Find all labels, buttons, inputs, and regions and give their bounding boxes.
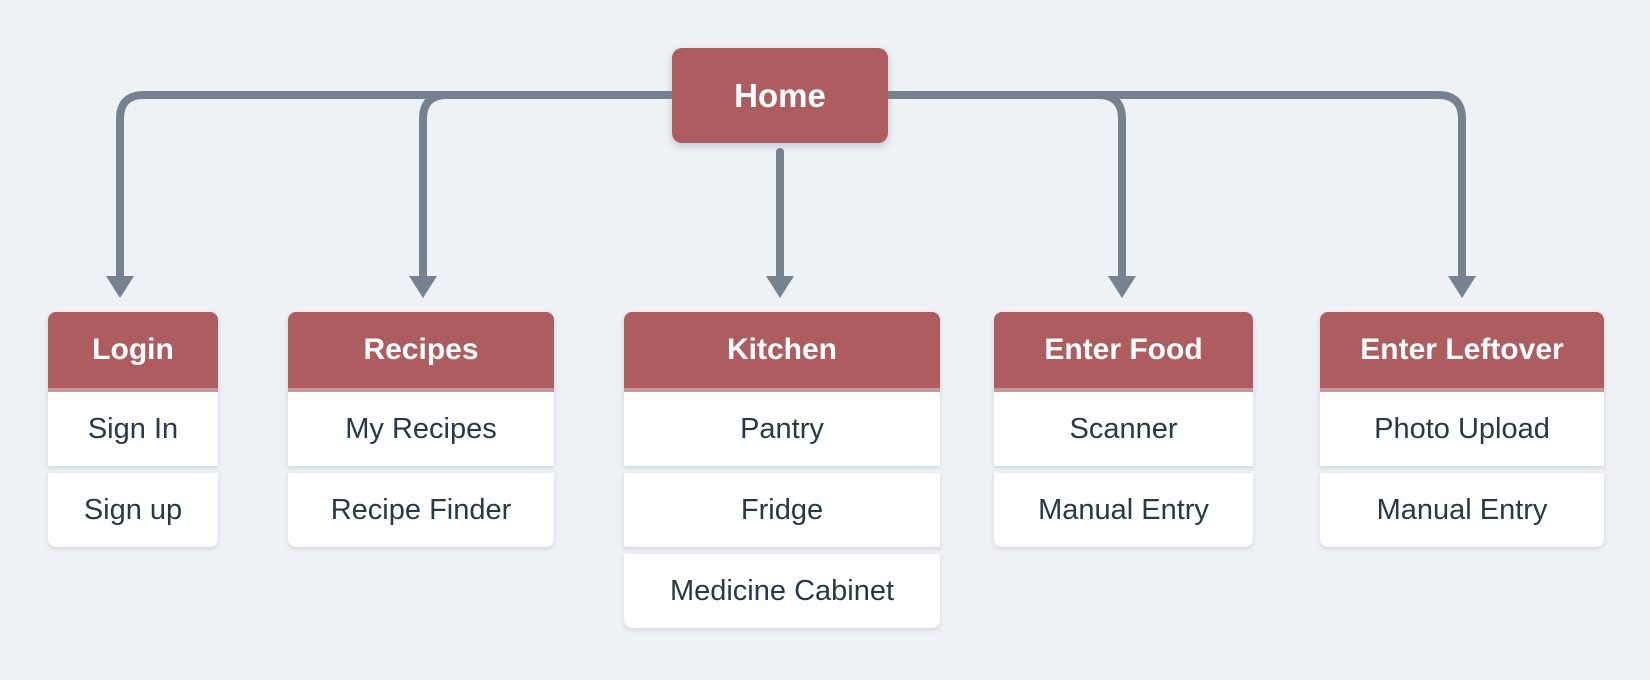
node-home[interactable]: Home <box>672 48 888 143</box>
arrow-down-login-icon <box>106 276 134 298</box>
node-home-label: Home <box>734 76 826 114</box>
node-kitchen-item-1[interactable]: Pantry <box>624 392 940 466</box>
node-kitchen-item-3[interactable]: Medicine Cabinet <box>624 554 940 628</box>
connector-home-to-enter-leftover <box>780 91 1466 278</box>
node-login-item-1[interactable]: Sign In <box>48 392 218 466</box>
node-login-header[interactable]: Login <box>48 312 218 392</box>
node-recipes-item-1[interactable]: My Recipes <box>288 392 554 466</box>
node-enter-leftover-item-2[interactable]: Manual Entry <box>1320 473 1604 547</box>
connector-home-to-recipes <box>419 91 780 278</box>
node-login-item-2[interactable]: Sign up <box>48 473 218 547</box>
node-kitchen-header[interactable]: Kitchen <box>624 312 940 392</box>
arrow-down-enter-leftover-icon <box>1448 276 1476 298</box>
arrow-down-enter-food-icon <box>1108 276 1136 298</box>
node-enter-food-header[interactable]: Enter Food <box>994 312 1253 392</box>
node-enter-food-item-2[interactable]: Manual Entry <box>994 473 1253 547</box>
node-recipes-header[interactable]: Recipes <box>288 312 554 392</box>
node-recipes-item-2[interactable]: Recipe Finder <box>288 473 554 547</box>
node-enter-leftover-item-1[interactable]: Photo Upload <box>1320 392 1604 466</box>
connector-home-to-login <box>116 91 780 278</box>
node-kitchen-item-2[interactable]: Fridge <box>624 473 940 547</box>
arrow-down-recipes-icon <box>409 276 437 298</box>
node-enter-food-item-1[interactable]: Scanner <box>994 392 1253 466</box>
arrow-down-kitchen-icon <box>766 276 794 298</box>
node-enter-leftover-header[interactable]: Enter Leftover <box>1320 312 1604 392</box>
